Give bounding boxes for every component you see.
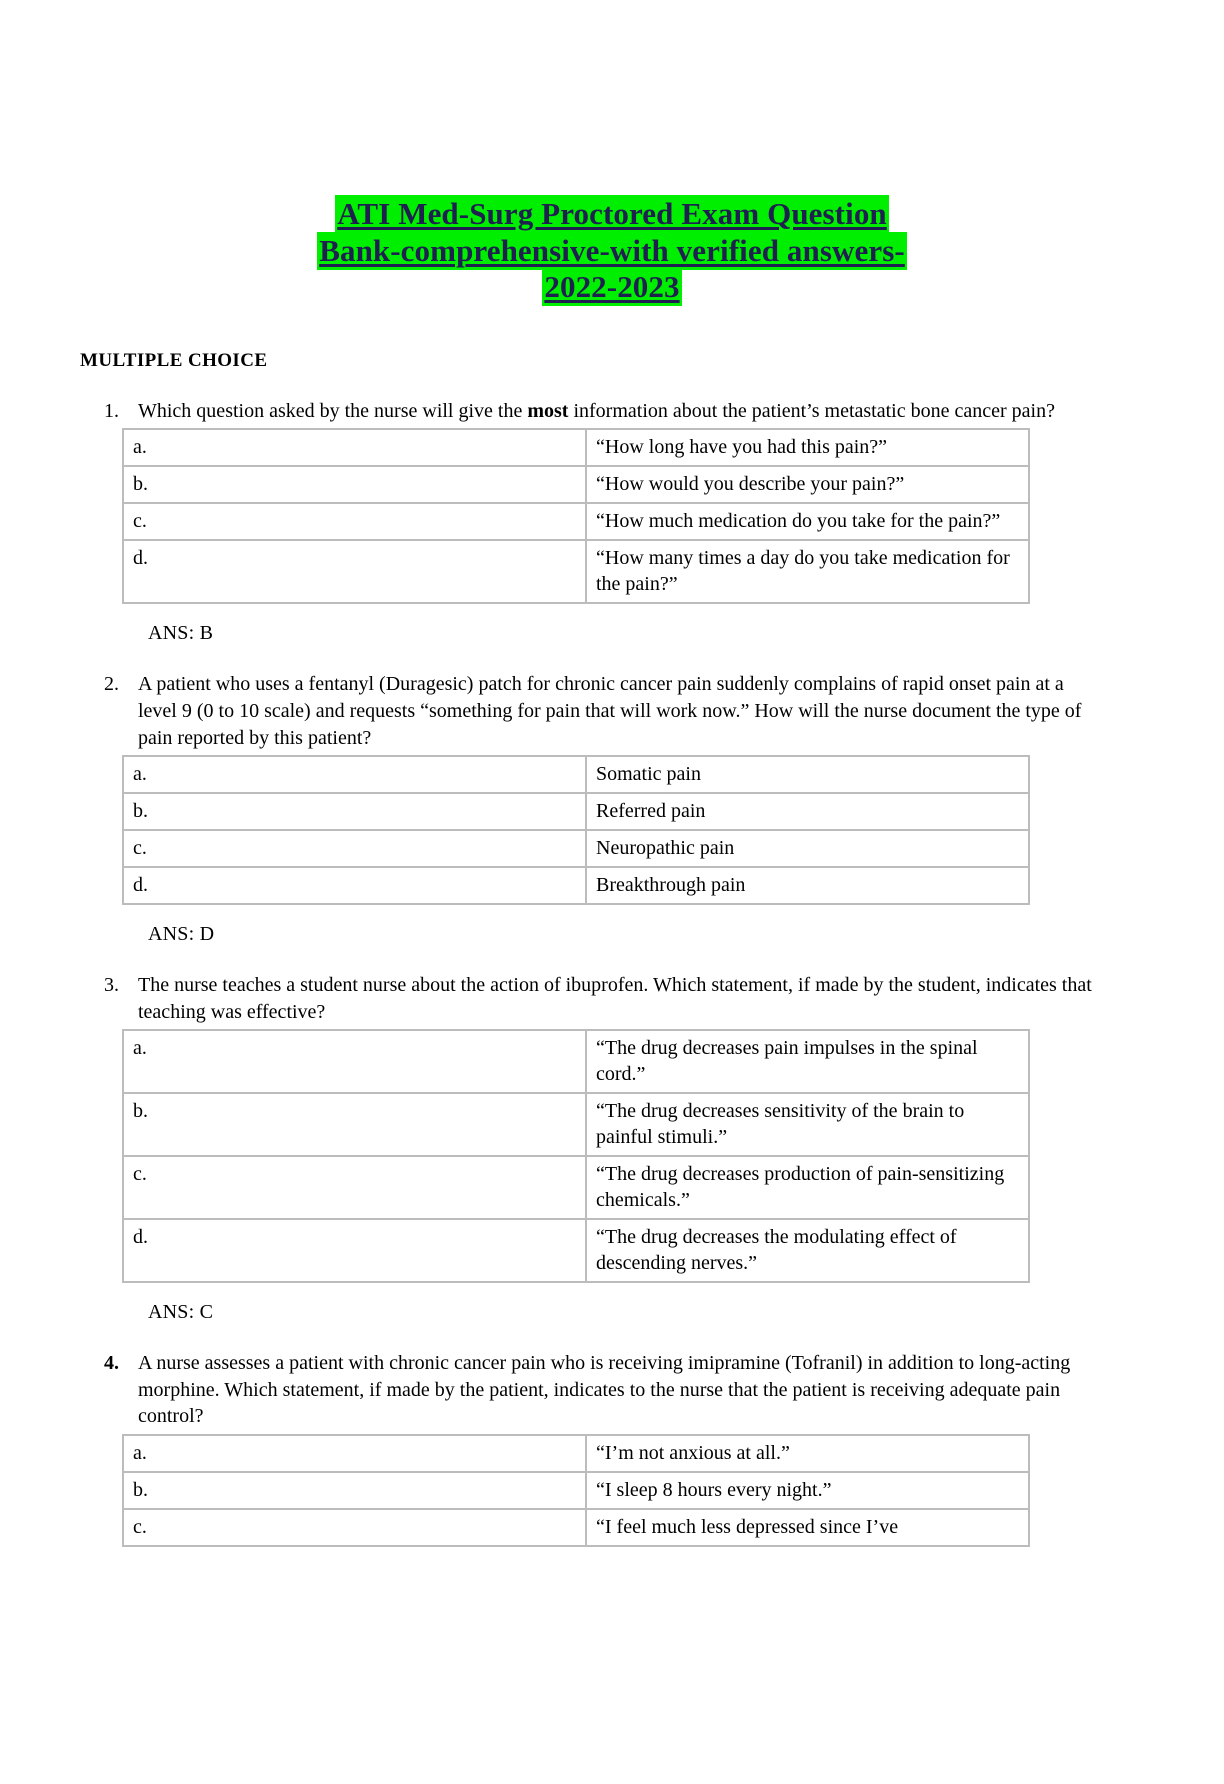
title-line-3: 2022-2023	[0, 268, 1224, 307]
answer-key-line: ANS: C	[148, 1301, 214, 1324]
answer-choice-text: “How would you describe your pain?”	[585, 465, 1030, 505]
answer-choice-letter: b.	[122, 792, 587, 832]
answer-choices-table: a.“I’m not anxious at all.”b.“I sleep 8 …	[122, 1434, 1030, 1548]
document-page: ATI Med-Surg Proctored Exam Question Ban…	[0, 0, 1224, 1548]
answer-choice-text: Breakthrough pain	[585, 866, 1030, 906]
answer-choice-row[interactable]: a.Somatic pain	[122, 755, 1030, 795]
question-text-segment: Which question asked by the nurse will g…	[138, 399, 528, 422]
answer-choice-text: “The drug decreases pain impulses in the…	[585, 1029, 1030, 1095]
question-text-segment: A nurse assesses a patient with chronic …	[138, 1352, 1071, 1428]
answer-choice-text: “I feel much less depressed since I’ve	[585, 1508, 1030, 1548]
answer-choice-text: “I sleep 8 hours every night.”	[585, 1471, 1030, 1511]
question-row: 1. Which question asked by the nurse will…	[0, 398, 1224, 425]
title-line-3-text: 2022-2023	[542, 268, 682, 307]
answer-choice-letter: b.	[122, 1471, 587, 1511]
answer-choice-row[interactable]: c.“I feel much less depressed since I’ve	[122, 1508, 1030, 1548]
answer-choice-letter: d.	[122, 866, 587, 906]
answer-choice-text: “How much medication do you take for the…	[585, 502, 1030, 542]
answer-choice-letter: a.	[122, 1029, 587, 1095]
answer-choice-text: Somatic pain	[585, 755, 1030, 795]
question-text-segment: information about the patient’s metastat…	[568, 399, 1055, 422]
answer-choice-letter: a.	[122, 755, 587, 795]
answer-choices-table: a.“How long have you had this pain?”b.“H…	[122, 428, 1030, 605]
answer-choice-row[interactable]: a.“The drug decreases pain impulses in t…	[122, 1029, 1030, 1095]
question-text: A patient who uses a fentanyl (Duragesic…	[138, 671, 1094, 751]
question-row: 2. A patient who uses a fentanyl (Durages…	[0, 671, 1224, 751]
answer-choices-table: a.“The drug decreases pain impulses in t…	[122, 1029, 1030, 1284]
question-text-segment: The nurse teaches a student nurse about …	[138, 974, 1092, 1023]
answer-choice-row[interactable]: c.“How much medication do you take for t…	[122, 502, 1030, 542]
question-block: 2. A patient who uses a fentanyl (Durages…	[0, 671, 1224, 946]
title-line-2: Bank-comprehensive-with verified answers…	[0, 231, 1224, 270]
question-row: 4. A nurse assesses a patient with chroni…	[0, 1350, 1224, 1430]
title-line-2-text: Bank-comprehensive-with verified answers…	[317, 231, 907, 270]
title-line-1-text: ATI Med-Surg Proctored Exam Question	[335, 195, 889, 233]
question-block: 3. The nurse teaches a student nurse abou…	[0, 972, 1224, 1324]
answer-choice-row[interactable]: b.“I sleep 8 hours every night.”	[122, 1471, 1030, 1511]
question-text: The nurse teaches a student nurse about …	[138, 972, 1094, 1025]
answer-choice-letter: c.	[122, 1508, 587, 1548]
question-number: 1.	[104, 399, 119, 422]
question-block: 4. A nurse assesses a patient with chroni…	[0, 1350, 1224, 1548]
answer-choice-letter: a.	[122, 428, 587, 468]
answer-choice-text: Neuropathic pain	[585, 829, 1030, 869]
page-bottom-clip	[0, 1584, 1224, 1784]
answer-choice-text: “The drug decreases the modulating effec…	[585, 1218, 1030, 1284]
title-line-1: ATI Med-Surg Proctored Exam Question	[0, 195, 1224, 233]
answer-choice-text: “How many times a day do you take medica…	[585, 539, 1030, 605]
answer-choice-row[interactable]: a.“I’m not anxious at all.”	[122, 1434, 1030, 1474]
answer-key-line: ANS: D	[148, 923, 215, 946]
answer-choice-letter: d.	[122, 539, 587, 605]
answer-choice-row[interactable]: a.“How long have you had this pain?”	[122, 428, 1030, 468]
document-title: ATI Med-Surg Proctored Exam Question Ban…	[0, 0, 1224, 307]
answer-choice-row[interactable]: d.Breakthrough pain	[122, 866, 1030, 906]
question-number: 2.	[104, 673, 119, 696]
answer-choice-row[interactable]: d.“The drug decreases the modulating eff…	[122, 1218, 1030, 1284]
answer-choice-text: “How long have you had this pain?”	[585, 428, 1030, 468]
questions-container: 1. Which question asked by the nurse will…	[0, 398, 1224, 1548]
answer-choice-text: “The drug decreases sensitivity of the b…	[585, 1092, 1030, 1158]
section-heading-multiple-choice: MULTIPLE CHOICE	[80, 349, 268, 371]
question-text: A nurse assesses a patient with chronic …	[138, 1350, 1094, 1430]
answer-choice-row[interactable]: c.“The drug decreases production of pain…	[122, 1155, 1030, 1221]
answer-choice-letter: b.	[122, 465, 587, 505]
answer-choice-text: Referred pain	[585, 792, 1030, 832]
question-row: 3. The nurse teaches a student nurse abou…	[0, 972, 1224, 1025]
question-block: 1. Which question asked by the nurse will…	[0, 398, 1224, 646]
question-number: 3.	[104, 974, 119, 997]
answer-choice-letter: d.	[122, 1218, 587, 1284]
answer-choice-text: “The drug decreases production of pain-s…	[585, 1155, 1030, 1221]
answer-key-line: ANS: B	[148, 622, 214, 645]
question-text-emphasis: most	[527, 399, 569, 422]
question-text: Which question asked by the nurse will g…	[138, 398, 1094, 425]
question-number: 4.	[104, 1352, 119, 1375]
answer-choice-text: “I’m not anxious at all.”	[585, 1434, 1030, 1474]
answer-choice-letter: c.	[122, 829, 587, 869]
answer-choice-letter: c.	[122, 502, 587, 542]
answer-choice-row[interactable]: d.“How many times a day do you take medi…	[122, 539, 1030, 605]
answer-choice-letter: a.	[122, 1434, 587, 1474]
answer-choice-row[interactable]: c.Neuropathic pain	[122, 829, 1030, 869]
answer-choice-letter: c.	[122, 1155, 587, 1221]
question-text-segment: A patient who uses a fentanyl (Duragesic…	[138, 673, 1082, 749]
answer-choice-row[interactable]: b.“How would you describe your pain?”	[122, 465, 1030, 505]
answer-choice-row[interactable]: b.Referred pain	[122, 792, 1030, 832]
answer-choice-row[interactable]: b.“The drug decreases sensitivity of the…	[122, 1092, 1030, 1158]
answer-choice-letter: b.	[122, 1092, 587, 1158]
